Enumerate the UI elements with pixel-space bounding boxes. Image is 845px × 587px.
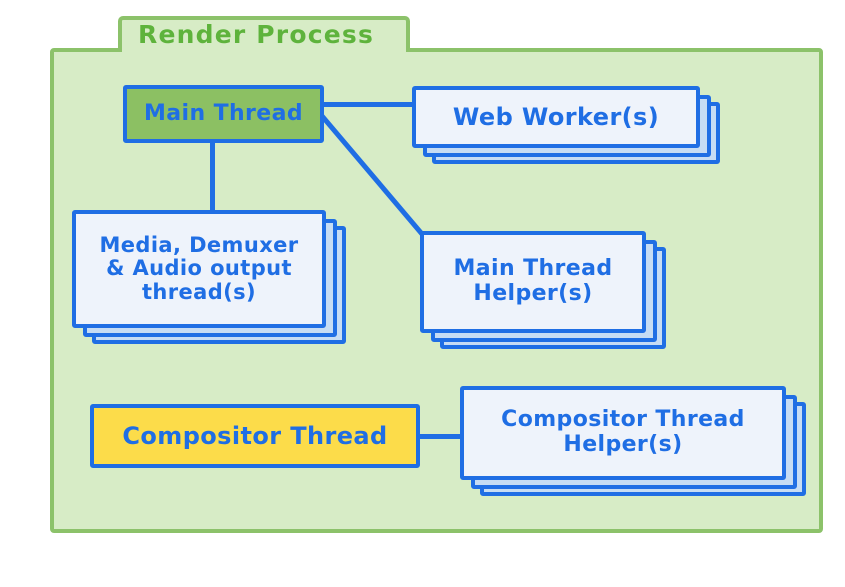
node-main-thread-helper[interactable]: Main Thread Helper(s) [420, 231, 646, 333]
render-process-tab-seam [122, 46, 406, 53]
node-main-thread[interactable]: Main Thread [123, 85, 324, 143]
node-media-demuxer-audio[interactable]: Media, Demuxer & Audio output thread(s) [72, 210, 326, 328]
connector-main-thread-to-media [210, 142, 215, 212]
node-web-worker[interactable]: Web Worker(s) [412, 86, 700, 148]
node-media-demuxer-audio-line-3: thread(s) [141, 279, 257, 304]
node-compositor-thread-helper-line-1: Compositor Thread [501, 407, 745, 433]
node-main-thread-helper-line-2: Helper(s) [473, 281, 593, 306]
node-compositor-thread-label: Compositor Thread [122, 421, 388, 450]
render-process-title: Render Process [138, 20, 375, 49]
node-main-thread-label: Main Thread [143, 100, 304, 126]
node-compositor-thread[interactable]: Compositor Thread [90, 404, 420, 468]
connector-main-thread-to-web-worker [322, 102, 414, 107]
node-compositor-thread-helper[interactable]: Compositor Thread Helper(s) [460, 386, 786, 480]
node-web-worker-label: Web Worker(s) [452, 102, 660, 131]
node-media-demuxer-audio-line-1: Media, Demuxer [99, 232, 299, 257]
node-compositor-thread-helper-line-2: Helper(s) [563, 432, 683, 457]
connector-compositor-to-helper [416, 434, 466, 439]
node-main-thread-helper-line-1: Main Thread [453, 256, 613, 282]
render-process-container: Render Process Main Thread Web Worker(s)… [50, 16, 823, 533]
node-media-demuxer-audio-line-2: & Audio output [106, 256, 292, 281]
